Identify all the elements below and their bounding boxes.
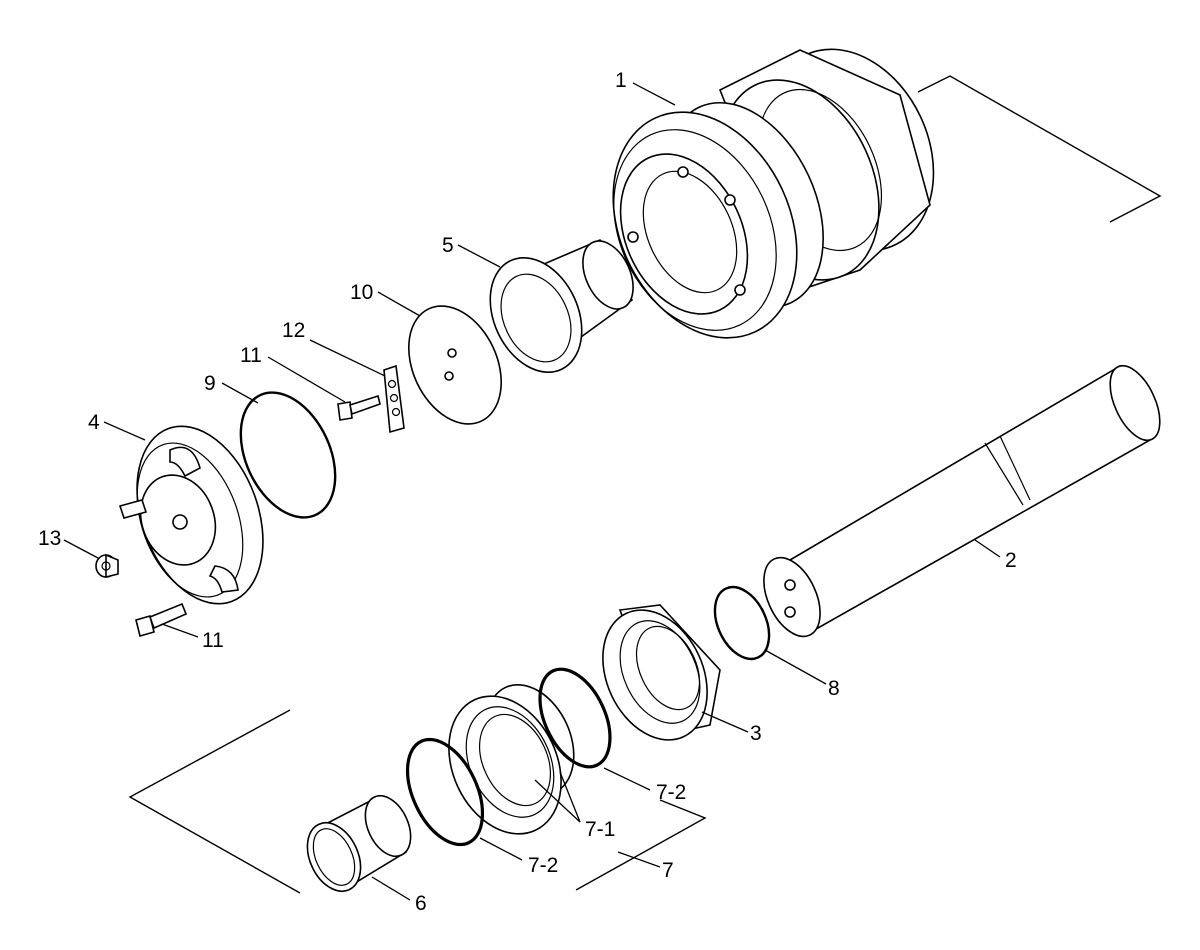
- leader-12: [309, 339, 386, 377]
- leader-10: [377, 291, 421, 317]
- plug: [95, 553, 119, 579]
- callout-8: 8: [828, 677, 840, 700]
- callout-5: 5: [442, 234, 454, 257]
- leader-2: [974, 539, 1001, 558]
- leader-13: [63, 539, 99, 559]
- callout-7-2-lower: 7-2: [528, 854, 559, 877]
- assembly-frame-lower: [128, 709, 301, 894]
- leader-7-2-lower: [479, 837, 523, 861]
- cover-plate: [407, 305, 503, 425]
- callout-13: 13: [38, 527, 62, 550]
- leader-9: [221, 382, 259, 404]
- callout-10: 10: [350, 281, 374, 304]
- floating-seal-group: [448, 683, 575, 835]
- callout-11-lower: 11: [202, 629, 224, 652]
- leader-3: [701, 711, 749, 733]
- callout-9: 9: [204, 372, 216, 395]
- callout-4: 4: [88, 411, 100, 434]
- leader-7-1b: [559, 771, 581, 823]
- leader-5: [457, 244, 501, 268]
- leader-8: [764, 649, 827, 685]
- o-ring-8: [713, 585, 771, 661]
- callout-1: 1: [615, 69, 627, 92]
- callout-2: 2: [1005, 549, 1017, 572]
- bushing: [489, 238, 634, 374]
- collar: [602, 604, 721, 741]
- leader-4: [103, 421, 146, 441]
- callout-6: 6: [415, 892, 427, 915]
- lock-plate: [383, 364, 405, 434]
- leader-11-upper: [267, 356, 346, 403]
- callout-11-upper: 11: [240, 344, 262, 367]
- leader-1: [632, 82, 676, 106]
- callout-7-1: 7-1: [585, 818, 616, 841]
- o-ring-9: [239, 391, 337, 519]
- roller-shaft: [763, 364, 1161, 638]
- group-bracket-7: [575, 799, 707, 891]
- callout-12: 12: [282, 319, 306, 342]
- leader-11-lower: [161, 623, 199, 638]
- sleeve: [306, 794, 412, 892]
- o-ring-7-2-lower: [405, 737, 485, 847]
- leader-7-2-upper: [603, 767, 651, 791]
- assembly-frame: [917, 75, 1162, 223]
- end-collar: [118, 425, 264, 605]
- leader-6: [371, 876, 411, 901]
- bolt-11-lower: [135, 602, 188, 637]
- callout-7-2-upper: 7-2: [656, 781, 687, 804]
- leader-7-1a: [534, 779, 581, 823]
- leader-7: [617, 851, 661, 868]
- callout-7: 7: [662, 859, 674, 882]
- bolt-11-upper: [337, 394, 381, 421]
- track-roller-body: [612, 48, 935, 339]
- o-ring-7-2-upper: [538, 667, 612, 769]
- callout-3: 3: [750, 722, 762, 745]
